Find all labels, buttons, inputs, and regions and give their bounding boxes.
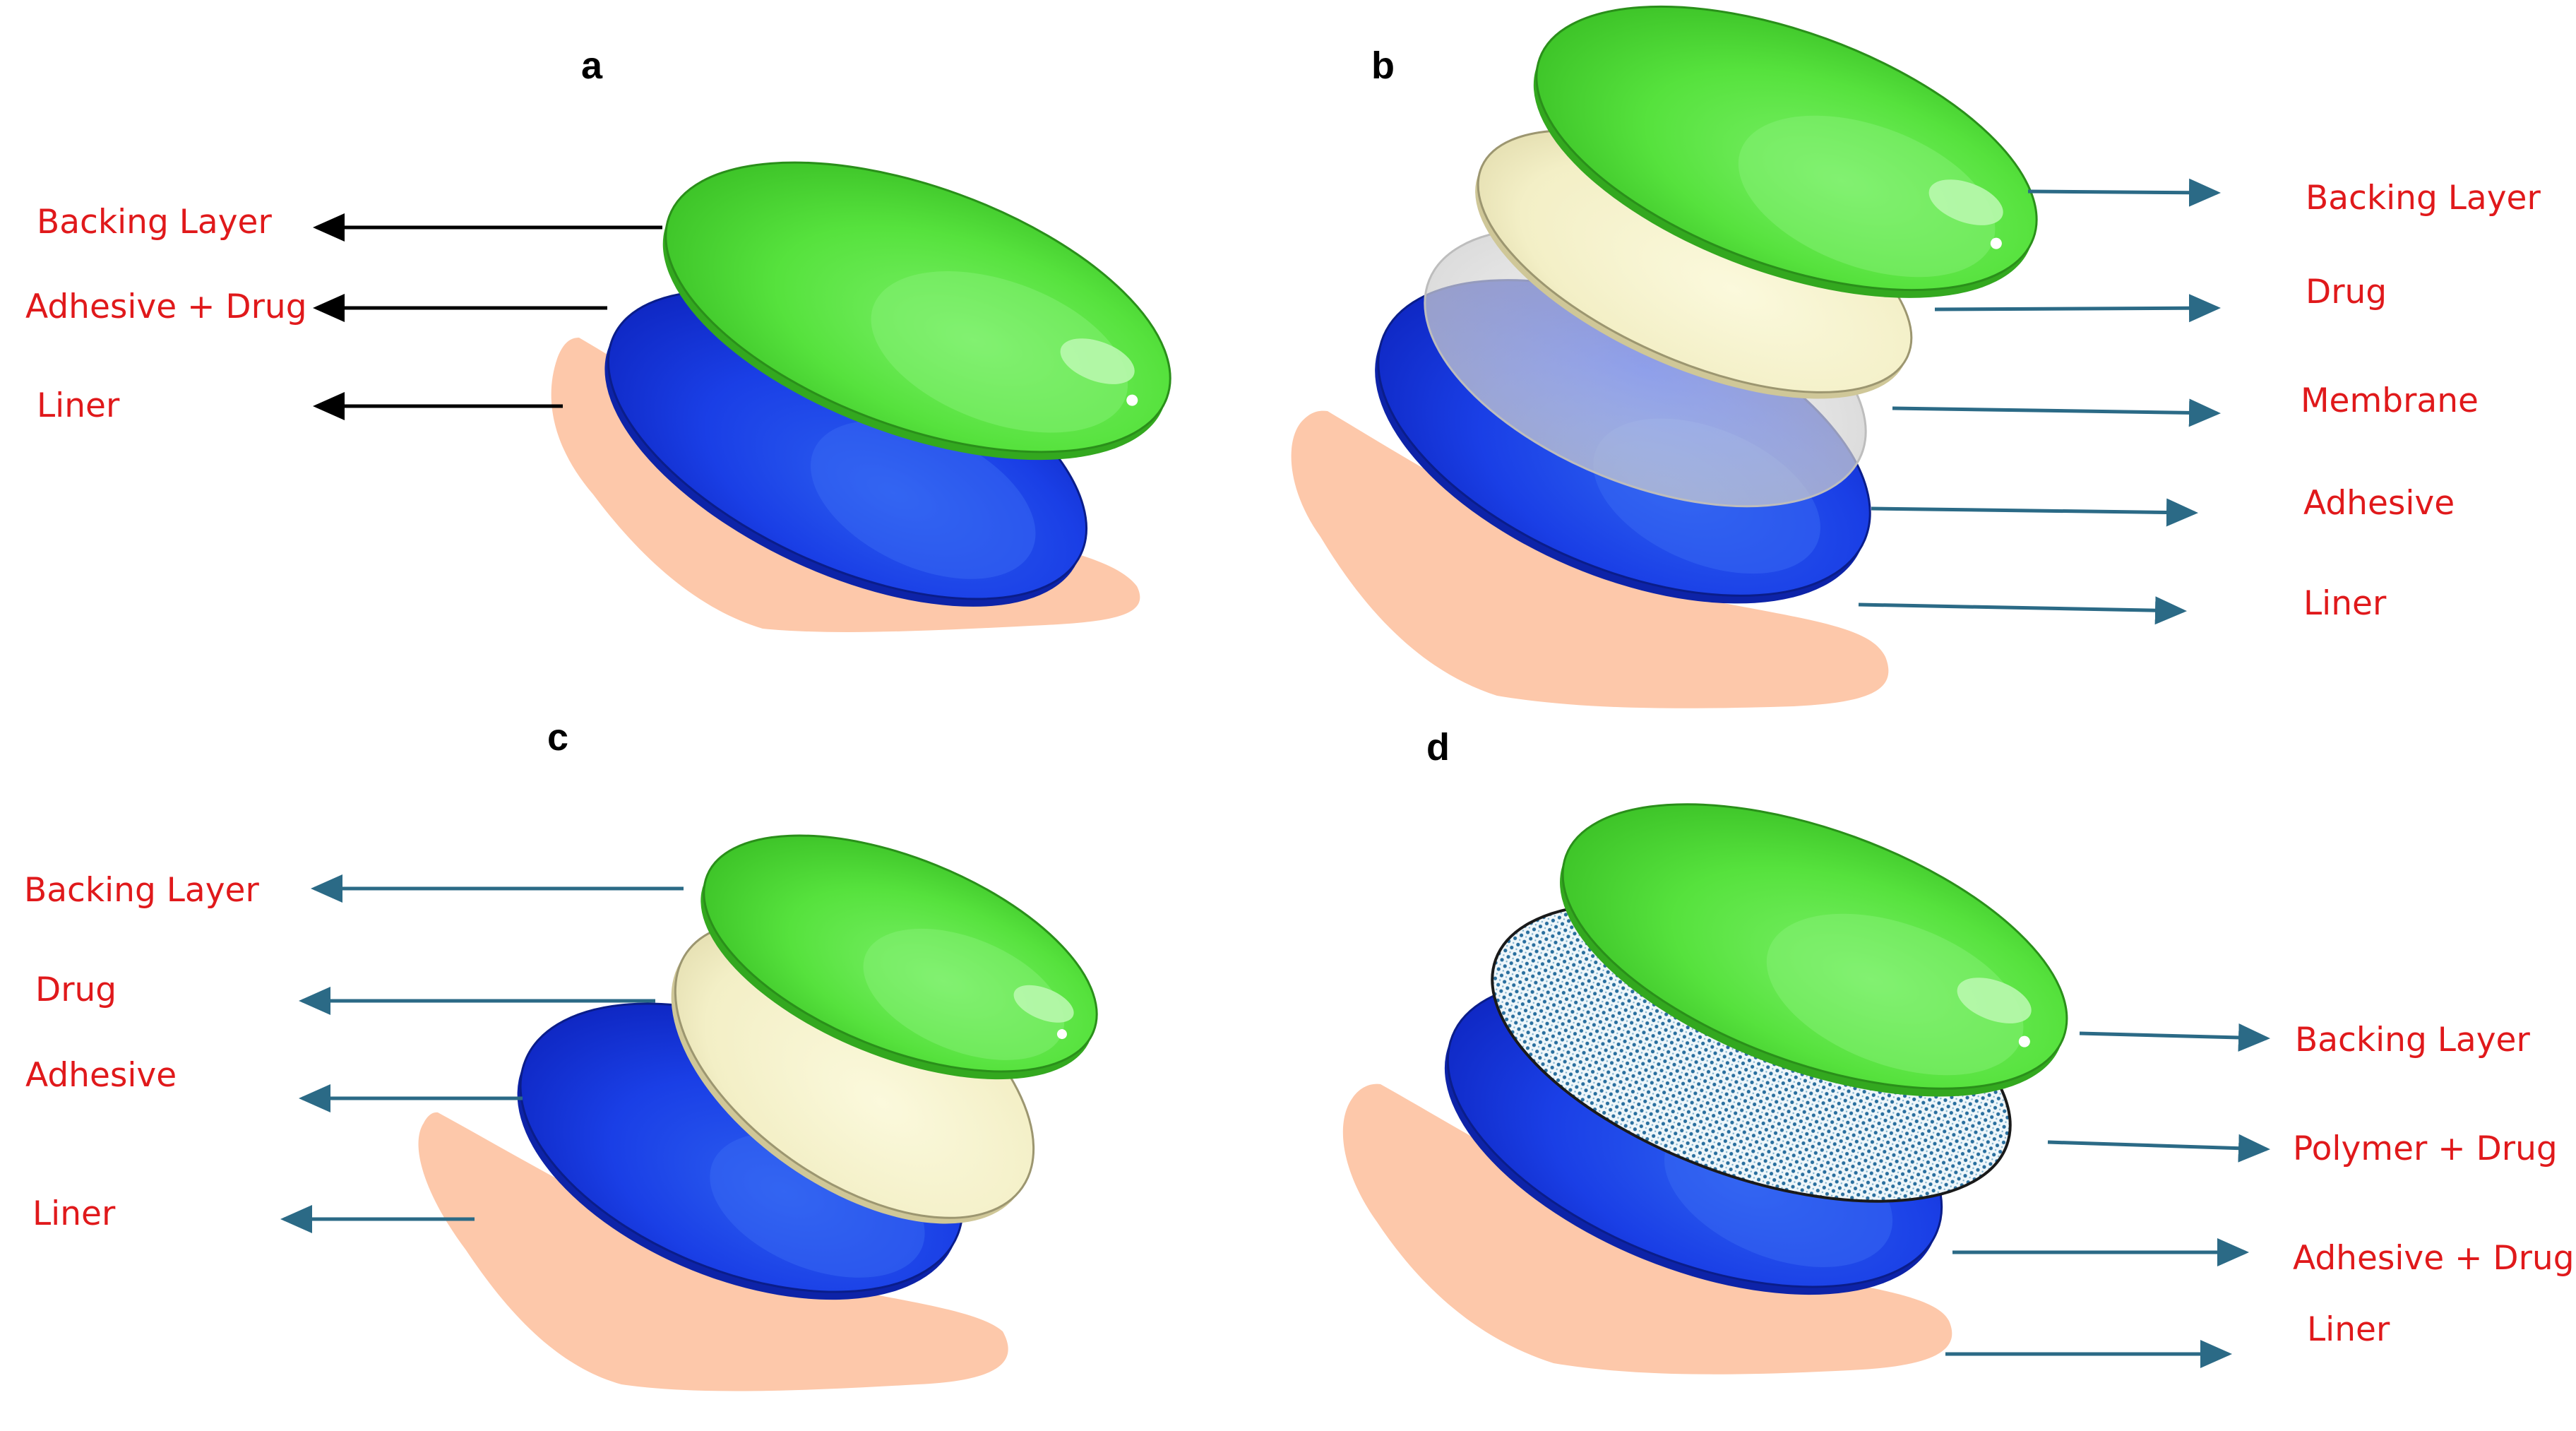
adhesive-layer [517, 1002, 964, 1300]
label-adhesive: Adhesive [25, 1056, 177, 1095]
panel-d: d Backing Layer Polymer + Drug Adhesi [1342, 726, 2575, 1374]
label-backing-layer: Backing Layer [2295, 1021, 2530, 1059]
backing-layer [700, 834, 1098, 1080]
label-liner: Liner [2307, 1310, 2390, 1349]
label-drug: Drug [35, 970, 117, 1009]
panel-a-letter: a [581, 44, 603, 87]
label-adhesive-drug: Adhesive + Drug [25, 287, 307, 326]
panel-b: b Backing L [1291, 5, 2541, 708]
arrow-membrane [1892, 398, 2221, 427]
label-liner: Liner [32, 1194, 116, 1233]
panel-b-letter: b [1371, 44, 1395, 87]
adhesive-drug-layer [604, 290, 1088, 607]
backing-layer [1560, 803, 2068, 1097]
arrow-adhesive [1871, 498, 2198, 527]
arrow-backing [2027, 178, 2221, 207]
liner-layer [418, 1112, 1008, 1391]
label-backing-layer: Backing Layer [2306, 179, 2541, 218]
label-membrane: Membrane [2301, 381, 2479, 420]
label-drug: Drug [2306, 273, 2387, 311]
panel-c-letter: c [547, 716, 568, 759]
arrow-liner [1858, 596, 2187, 625]
label-liner: Liner [2303, 584, 2387, 623]
panel-d-letter: d [1426, 726, 1450, 768]
label-backing-layer: Backing Layer [24, 871, 259, 910]
label-polymer-drug: Polymer + Drug [2293, 1129, 2558, 1168]
panel-a: a Backing Layer Adhesive + Drug Liner [25, 44, 1171, 632]
arrow-drug [1934, 294, 2221, 323]
label-liner: Liner [37, 386, 120, 425]
label-adhesive: Adhesive [2303, 484, 2455, 523]
backing-layer [1533, 5, 2038, 298]
label-backing-layer: Backing Layer [37, 203, 272, 242]
backing-layer [662, 161, 1171, 461]
arrow-backing [2079, 1023, 2270, 1052]
panel-c: c Backing Layer Drug Adhesive [24, 716, 1098, 1391]
label-adhesive-drug: Adhesive + Drug [2293, 1239, 2575, 1278]
arrow-polymer-drug [2047, 1134, 2270, 1163]
